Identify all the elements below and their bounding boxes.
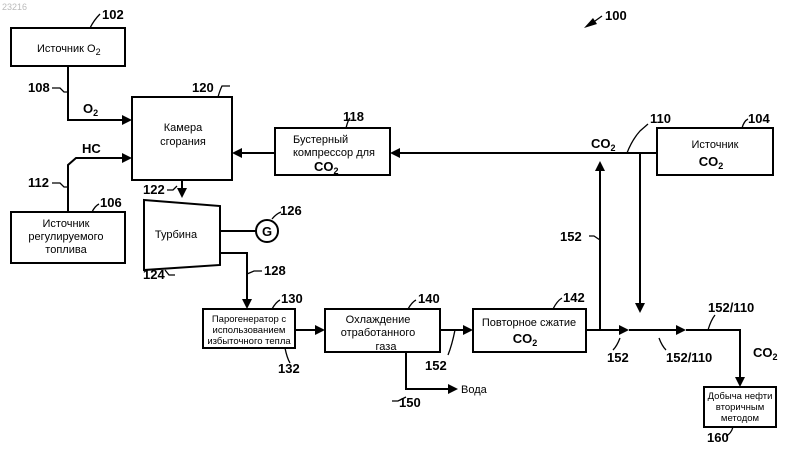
cooling-line-1: Охлаждение xyxy=(346,314,411,326)
hrsg-block: Парогенератор с использованием избыточно… xyxy=(203,291,303,376)
cooling-line-3: газа xyxy=(376,341,398,353)
o2-source-block: Источник O2 102 xyxy=(11,7,125,66)
stream-108-ref: 108 xyxy=(28,80,50,95)
eor-co2-label: CO xyxy=(753,345,773,360)
stream-110-ref: 110 xyxy=(650,111,671,126)
combustor-to-turbine-line: 122 xyxy=(143,180,187,198)
co2-source-sub: 2 xyxy=(718,161,723,171)
corner-id: 23216 xyxy=(2,2,27,12)
stream-152-bottom-ref: 152 xyxy=(607,350,629,365)
o2-feed-sub: 2 xyxy=(93,108,98,118)
fuel-source-ref: 106 xyxy=(100,195,122,210)
eor-line-3: методом xyxy=(721,413,759,424)
co2-source-formula: CO xyxy=(699,154,719,169)
o2-source-label: Источник O xyxy=(37,43,96,55)
svg-text:O2: O2 xyxy=(83,101,98,118)
combustor-block: Камера сгорания 120 xyxy=(132,80,232,180)
fuel-source-line-1: Источник xyxy=(43,218,90,230)
o2-feed-line: O2 108 xyxy=(28,66,132,125)
eor-line-1: Добыча нефти xyxy=(708,391,773,402)
stream-112-ref: 112 xyxy=(28,175,49,190)
eor-ref: 160 xyxy=(707,430,729,445)
combustor-line-1: Камера xyxy=(164,122,203,134)
combustor-ref: 120 xyxy=(192,80,214,95)
o2-source-ref: 102 xyxy=(102,7,124,22)
recompress-formula: CO xyxy=(513,331,533,346)
co2-main-sub: 2 xyxy=(611,143,616,153)
recompress-block: Повторное сжатие CO2 142 xyxy=(473,290,586,352)
eor-co2-sub: 2 xyxy=(773,352,778,362)
booster-ref: 118 xyxy=(343,109,364,124)
stream-152-110-top-ref: 152/110 xyxy=(708,300,754,315)
co2-source-ref: 104 xyxy=(748,111,770,126)
hc-label: HC xyxy=(82,141,101,156)
o2-feed-label: O xyxy=(83,101,93,116)
cooling-block: Охлаждение отработанного газа 140 xyxy=(325,291,440,353)
booster-sub: 2 xyxy=(334,166,339,176)
eor-line-2: вторичным xyxy=(716,402,765,413)
booster-line-1: Бустерный xyxy=(293,134,348,146)
stream-128-ref: 128 xyxy=(264,263,286,278)
turbine-exhaust-line: 128 xyxy=(220,253,286,309)
hrsg-line-3: избыточного тепла xyxy=(207,336,291,347)
hrsg-line-1: Парогенератор с xyxy=(212,314,287,325)
generator-block: G 126 xyxy=(220,203,302,242)
figure-ref: 100 xyxy=(605,8,627,23)
co2-source-block: Источник CO2 104 xyxy=(657,111,773,175)
turbine-label: Турбина xyxy=(155,229,198,241)
stream-132-ref: 132 xyxy=(278,361,300,376)
turbine-block: Турбина 124 xyxy=(143,200,220,282)
cooling-line-2: отработанного xyxy=(341,327,416,339)
hrsg-to-cooling-line xyxy=(295,325,325,335)
combustor-line-2: сгорания xyxy=(160,136,206,148)
svg-text:CO2: CO2 xyxy=(591,136,616,153)
stream-152-110-bottom-ref: 152/110 xyxy=(666,350,712,365)
booster-formula: CO xyxy=(314,159,334,174)
booster-line-2: компрессор для xyxy=(293,147,375,159)
generator-label: G xyxy=(262,224,272,239)
generator-ref: 126 xyxy=(280,203,302,218)
water-label: Вода xyxy=(461,384,488,396)
eor-block: Добыча нефти вторичным методом 160 xyxy=(704,387,776,445)
co2-source-line-1: Источник xyxy=(692,139,739,151)
turbine-ref: 124 xyxy=(143,267,165,282)
svg-text:CO2: CO2 xyxy=(753,345,778,362)
o2-source-sub: 2 xyxy=(96,47,101,57)
figure-ref-group: 100 xyxy=(584,8,627,28)
hrsg-line-2: использованием xyxy=(213,325,286,336)
fuel-source-line-2: регулируемого xyxy=(28,231,103,243)
stream-152-cool-ref: 152 xyxy=(425,358,447,373)
recompress-sub: 2 xyxy=(532,338,537,348)
cooling-ref: 140 xyxy=(418,291,440,306)
stream-122-ref: 122 xyxy=(143,182,165,197)
fuel-source-line-3: топлива xyxy=(45,244,87,256)
hrsg-ref: 130 xyxy=(281,291,303,306)
co2-main-label: CO xyxy=(591,136,611,151)
booster-block: Бустерный компрессор для CO2 118 xyxy=(275,109,390,176)
stream-152-vertical-ref: 152 xyxy=(560,229,582,244)
svg-text:Источник O2: Источник O2 xyxy=(37,43,101,57)
recycle-and-product-lines: 152 152 152/110 152/110 CO2 xyxy=(560,153,778,387)
recompress-line-1: Повторное сжатие xyxy=(482,317,576,329)
booster-to-combustor-line xyxy=(232,148,275,158)
recompress-ref: 142 xyxy=(563,290,585,305)
stream-150-ref: 150 xyxy=(399,395,421,410)
co2-main-line: CO2 110 xyxy=(390,111,671,158)
